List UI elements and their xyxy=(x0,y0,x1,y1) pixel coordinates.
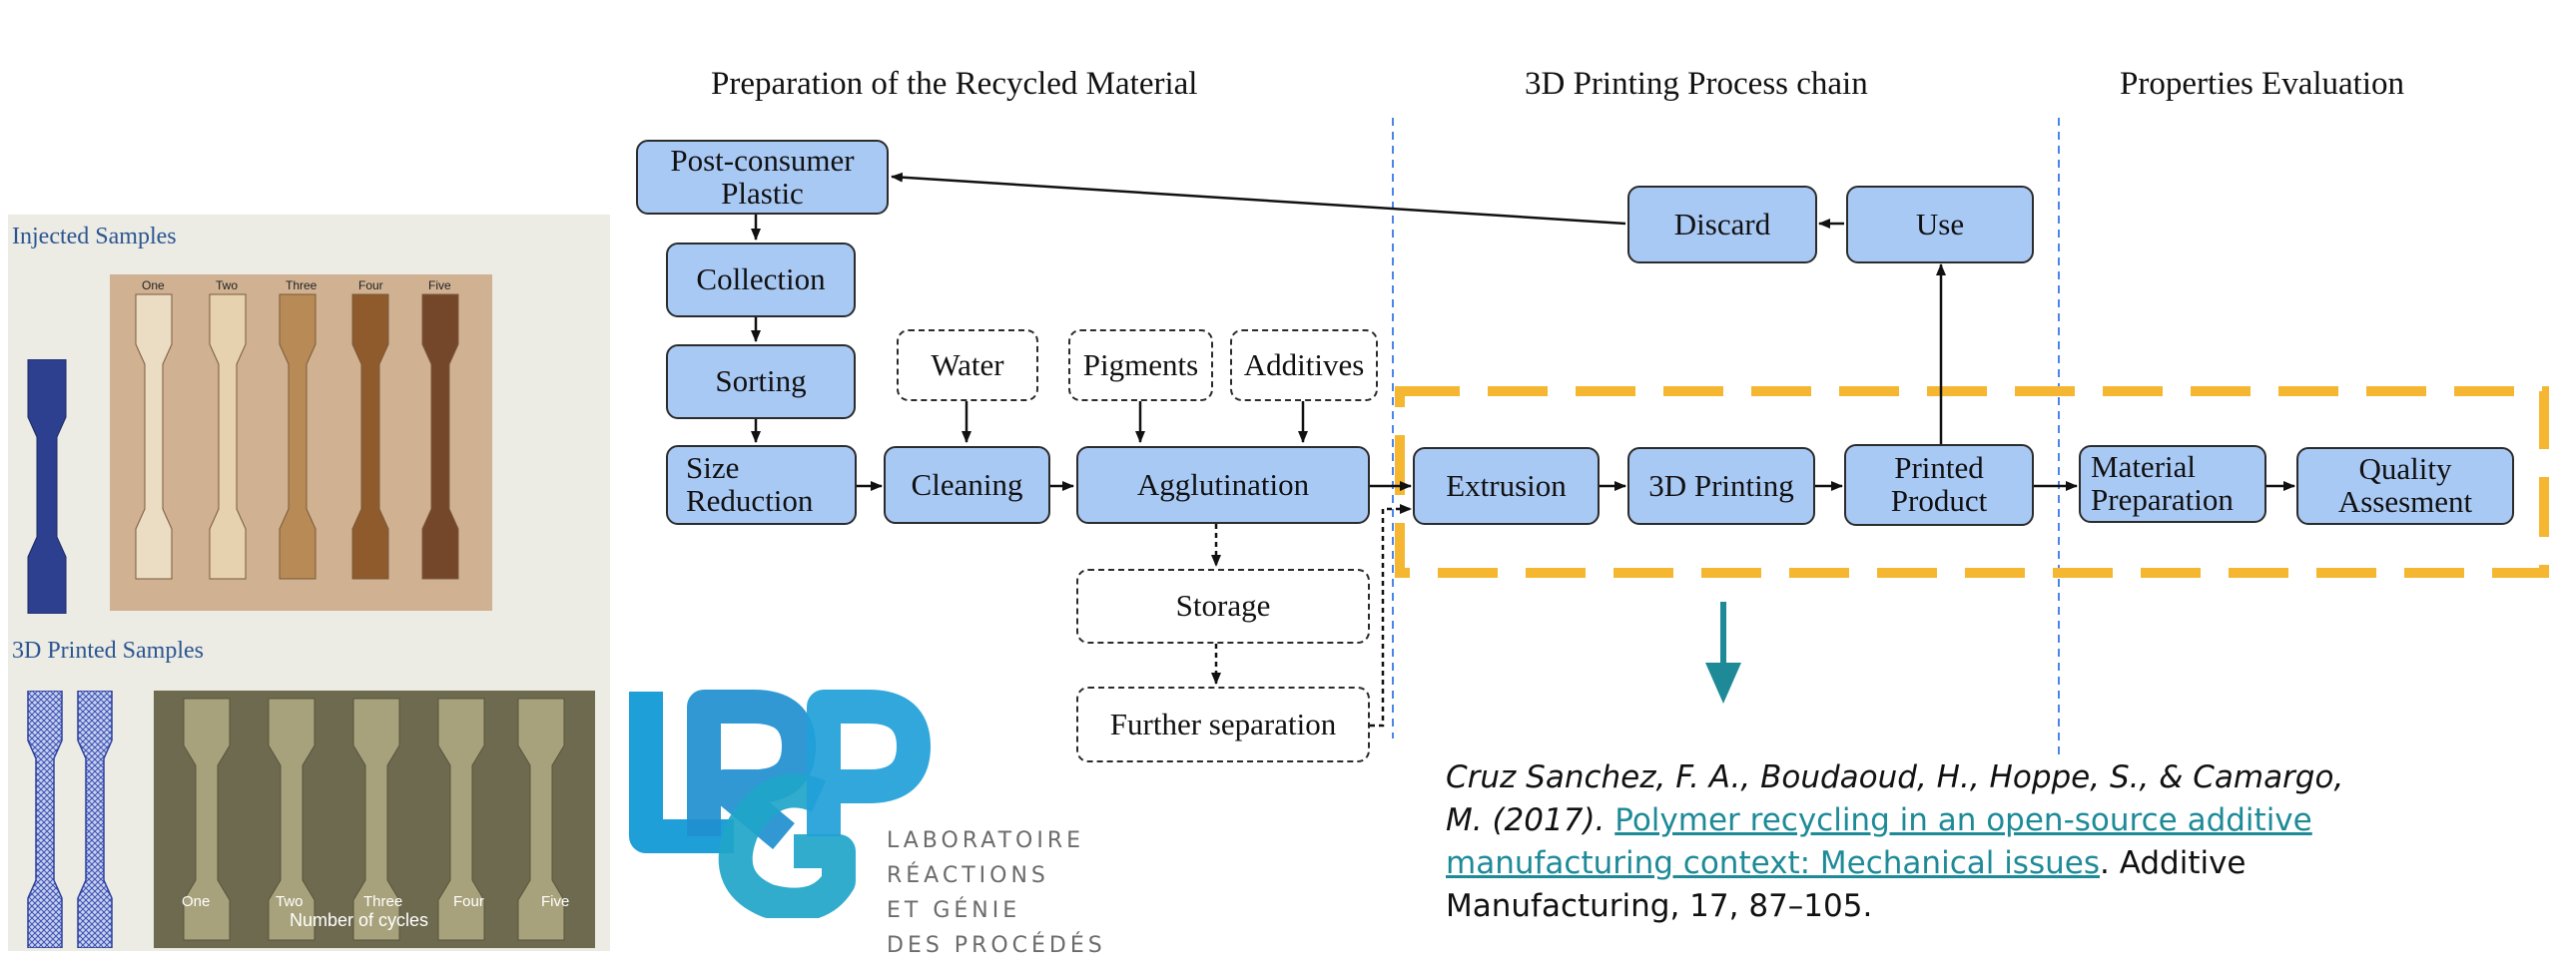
injected-sample-label: Five xyxy=(428,278,451,292)
citation-title-link[interactable]: Polymer recycling in an open-source addi… xyxy=(1446,802,2312,881)
printed-sample-bar xyxy=(437,698,485,941)
printed-sample-label: Two xyxy=(276,893,304,910)
node-cleaning: Cleaning xyxy=(884,446,1050,524)
node-material-preparation: Material Preparation xyxy=(2079,445,2266,523)
logo-line-2: RÉACTIONS xyxy=(887,863,1049,888)
node-water: Water xyxy=(897,329,1038,401)
node-size-reduction: Size Reduction xyxy=(666,445,857,525)
node-3d-printing: 3D Printing xyxy=(1627,447,1815,525)
node-printed-product: Printed Product xyxy=(1844,444,2034,526)
node-sorting: Sorting xyxy=(666,344,856,419)
injected-sample-bar xyxy=(135,293,173,580)
section-title-properties: Properties Evaluation xyxy=(2120,66,2405,102)
citation-authors: Cruz Sanchez, F. A., Boudaoud, H., Hoppe… xyxy=(1446,759,2344,838)
section-title-preparation: Preparation of the Recycled Material xyxy=(711,66,1198,102)
node-quality-line1: Quality xyxy=(2358,451,2452,487)
node-collection: Collection xyxy=(666,243,856,317)
injected-sample-bar xyxy=(421,293,459,580)
node-extrusion: Extrusion xyxy=(1413,447,1600,525)
node-use: Use xyxy=(1846,186,2034,263)
node-agglutination: Agglutination xyxy=(1076,446,1370,524)
node-material-line1: Material xyxy=(2091,449,2197,485)
citation-rest: . Additive Manufacturing, 17, 87–105. xyxy=(1446,845,2247,924)
logo-line-3: ET GÉNIE xyxy=(887,898,1021,923)
injected-sample-label: Four xyxy=(358,278,383,292)
printed-caption: Number of cycles xyxy=(290,910,429,930)
node-quality-assesment: Quality Assesment xyxy=(2296,447,2514,525)
citation: Cruz Sanchez, F. A., Boudaoud, H., Hoppe… xyxy=(1446,756,2384,928)
injected-sample-bar xyxy=(209,293,247,580)
printed-model-image xyxy=(27,691,113,948)
arrow-discard-postconsumer xyxy=(891,172,1626,226)
node-printed-line2: Product xyxy=(1890,483,1988,518)
node-size-line2: Reduction xyxy=(686,483,814,518)
node-pigments: Pigments xyxy=(1068,329,1213,401)
injected-samples-photo xyxy=(110,274,492,611)
printed-sample-label: One xyxy=(182,893,211,910)
node-material-line2: Preparation xyxy=(2091,482,2234,517)
node-discard: Discard xyxy=(1627,186,1817,263)
printed-sample-label: Five xyxy=(541,893,570,910)
lrgp-logo-mark xyxy=(629,690,931,918)
node-post-consumer-plastic: Post-consumer Plastic xyxy=(636,140,889,215)
node-post-consumer-line2: Plastic xyxy=(721,175,804,211)
injected-sample-label: Three xyxy=(286,278,318,292)
node-storage: Storage xyxy=(1076,569,1370,644)
injected-sample-label: Two xyxy=(216,278,239,292)
printed-samples-title: 3D Printed Samples xyxy=(12,638,204,664)
section-title-printing: 3D Printing Process chain xyxy=(1525,66,1868,102)
printed-sample-bar xyxy=(517,698,565,941)
teal-arrow-head xyxy=(1705,663,1741,704)
logo-line-4: DES PROCÉDÉS xyxy=(887,933,1106,958)
printed-sample-label: Four xyxy=(453,893,484,910)
printed-sample-bar xyxy=(268,698,316,941)
printed-sample-bar xyxy=(352,698,400,941)
printed-sample-label: Three xyxy=(363,893,403,910)
injected-model-image xyxy=(27,359,67,614)
printed-sample-bar xyxy=(183,698,231,941)
node-size-line1: Size xyxy=(686,450,740,486)
logo-line-1: LABORATOIRE xyxy=(887,828,1084,853)
node-further-separation: Further separation xyxy=(1076,687,1370,762)
node-printed-line1: Printed xyxy=(1894,450,1984,486)
node-additives: Additives xyxy=(1230,329,1378,401)
injected-samples-title: Injected Samples xyxy=(12,224,177,249)
node-quality-line2: Assesment xyxy=(2337,484,2473,519)
arrow-separation-extrusion xyxy=(1370,504,1412,728)
printed-samples-photo xyxy=(154,691,595,948)
injected-sample-bar xyxy=(351,293,389,580)
injected-sample-label: One xyxy=(142,278,165,292)
node-post-consumer-line1: Post-consumer xyxy=(670,142,855,178)
injected-sample-bar xyxy=(279,293,317,580)
